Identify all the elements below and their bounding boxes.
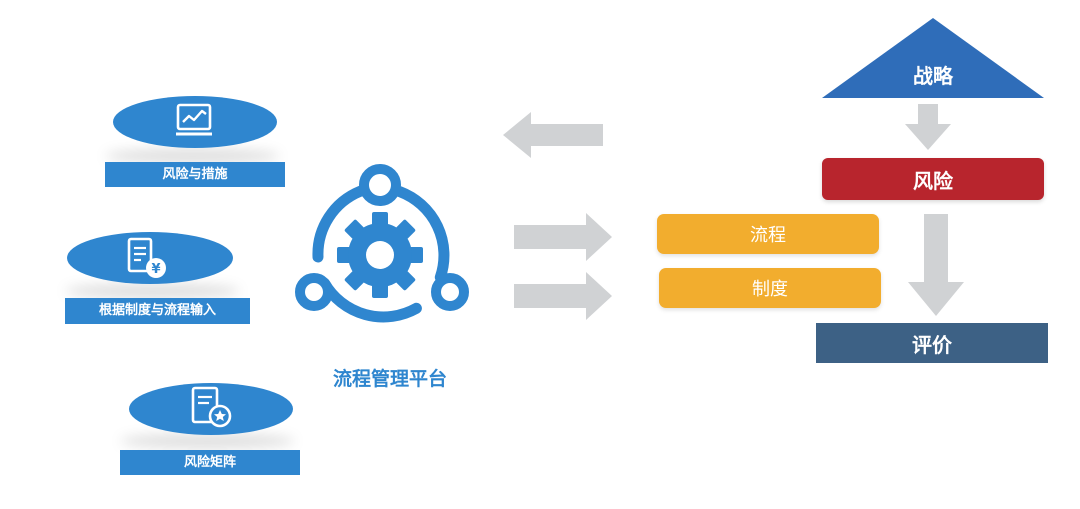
card-risk-measures: 风险与措施 [100, 90, 290, 190]
strategy-triangle [822, 18, 1044, 98]
card-system-process-input: ¥ 根据制度与流程输入 [55, 228, 255, 328]
arrow-down-small [905, 104, 951, 150]
gear-network-icon [280, 150, 490, 360]
arrow-right-top [514, 213, 612, 261]
card-shadow [120, 433, 295, 449]
card-risk-matrix: 风险矩阵 [115, 375, 305, 480]
svg-text:¥: ¥ [151, 262, 160, 277]
strategy-label: 战略 [913, 64, 953, 88]
process-pill: 流程 [657, 214, 879, 254]
card-ellipse [129, 383, 293, 435]
platform-title: 流程管理平台 [332, 368, 447, 390]
document-star-icon [187, 385, 237, 433]
card-shadow [105, 148, 280, 164]
risk-box: 风险 [822, 158, 1044, 200]
receipt-yen-icon: ¥ [123, 236, 173, 282]
evaluation-box: 评价 [816, 323, 1048, 363]
arrow-down-large [908, 214, 964, 316]
card-label: 风险与措施 [105, 162, 285, 187]
system-pill: 制度 [659, 268, 881, 308]
card-label: 根据制度与流程输入 [65, 298, 250, 324]
arrow-right-bottom [514, 272, 612, 320]
card-shadow [65, 283, 240, 299]
arrow-left [503, 112, 603, 158]
monitor-chart-icon [172, 102, 218, 142]
card-label: 风险矩阵 [120, 450, 300, 475]
